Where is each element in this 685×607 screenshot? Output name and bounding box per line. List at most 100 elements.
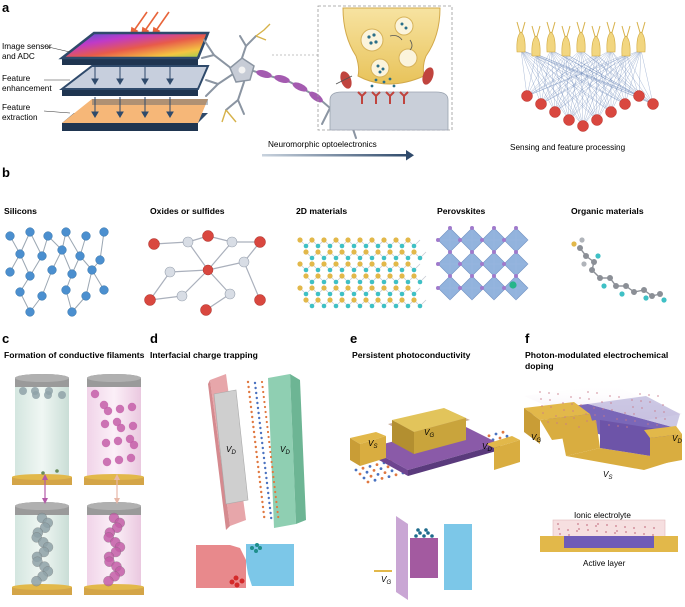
2d-atom: [339, 273, 344, 278]
functional-atom: [643, 295, 648, 300]
organic-molecule: [571, 237, 666, 302]
stack-label-3b: extraction: [2, 113, 38, 122]
2d-atom-alt: [364, 268, 369, 273]
silicon-atom: [62, 286, 71, 295]
silicon-atom: [96, 256, 105, 265]
silicon-atom: [38, 292, 47, 301]
2d-atom: [333, 261, 338, 266]
2d-atom: [399, 297, 404, 302]
2d-atom: [303, 249, 308, 254]
2d-atom: [399, 273, 404, 278]
metal-atom: [255, 237, 266, 248]
silicon-atom: [62, 228, 71, 237]
2d-atom-alt: [376, 292, 381, 297]
2d-atom-alt: [370, 280, 375, 285]
2d-atom: [387, 249, 392, 254]
stack-label-2a: Feature: [2, 74, 31, 83]
2d-atom-alt: [352, 292, 357, 297]
2d-atom: [369, 237, 374, 242]
carbon-atom: [641, 287, 647, 293]
2d-atom: [303, 273, 308, 278]
2d-atom: [393, 261, 398, 266]
network-neuron: [622, 36, 630, 56]
neuromorphic-arrow: [262, 150, 414, 161]
panel-c-letter: c: [2, 331, 9, 346]
2d-atom-alt: [388, 292, 393, 297]
network-node: [522, 91, 533, 102]
oxygen-atom: [227, 237, 237, 247]
panel-e-title: Persistent photoconductivity: [352, 350, 471, 360]
network-node: [620, 99, 631, 110]
2d-atom-alt: [400, 244, 405, 249]
2d-atom: [393, 237, 398, 242]
2d-atom-alt: [316, 244, 321, 249]
functional-atom: [579, 237, 584, 242]
2d-atom: [321, 261, 326, 266]
2d-atom: [297, 237, 302, 242]
2d-atom-alt: [412, 292, 417, 297]
2d-atom-alt: [382, 304, 387, 309]
2d-atom-alt: [388, 268, 393, 273]
silicon-atom: [16, 250, 25, 259]
filament-cylinders: [12, 374, 144, 595]
network-node: [592, 115, 603, 126]
oxygen-atom: [239, 257, 249, 267]
carbon-atom: [623, 283, 629, 289]
2d-atom: [309, 285, 314, 290]
stack-label-1b: and ADC: [2, 52, 35, 61]
2d-atom: [357, 237, 362, 242]
silicon-atom: [38, 252, 47, 261]
2d-atom: [315, 249, 320, 254]
2d-atom: [369, 285, 374, 290]
2d-atom-alt: [316, 292, 321, 297]
2d-atom-alt: [346, 304, 351, 309]
panel-c-title: Formation of conductive filaments: [4, 350, 145, 360]
2d-atom-alt: [322, 256, 327, 261]
panel-a-letter: a: [2, 0, 10, 15]
2d-atom: [351, 297, 356, 302]
carbon-atom: [657, 291, 663, 297]
2d-atom-alt: [394, 304, 399, 309]
material-title-perovskites: Perovskites: [437, 206, 485, 216]
2d-atom: [309, 237, 314, 242]
2d-atom: [351, 273, 356, 278]
metal-atom: [149, 239, 160, 250]
oxide-structure: [145, 231, 266, 316]
carbon-atom: [597, 275, 603, 281]
2d-atom-alt: [304, 268, 309, 273]
oxygen-atom: [183, 237, 193, 247]
2d-atom: [387, 273, 392, 278]
transistor-f: [524, 384, 682, 470]
oxygen-atom: [177, 291, 187, 301]
oxygen-atom: [165, 267, 175, 277]
network-node: [536, 99, 547, 110]
2d-atom: [303, 297, 308, 302]
carbon-atom: [607, 275, 613, 281]
2d-atom: [411, 273, 416, 278]
2d-atom: [381, 261, 386, 266]
2d-atom: [399, 249, 404, 254]
center-atom: [203, 265, 213, 275]
functional-atom: [601, 283, 606, 288]
2d-atom-alt: [394, 256, 399, 261]
perovskite-lattice: [436, 226, 528, 300]
2d-atom-alt: [406, 280, 411, 285]
2d-atom: [357, 261, 362, 266]
2d-atom: [321, 285, 326, 290]
2d-atom-alt: [322, 304, 327, 309]
panel-d: d Interfacial charge trapping VD VD: [150, 331, 306, 588]
2d-atom: [405, 285, 410, 290]
2d-atom-alt: [352, 268, 357, 273]
silicon-atom: [76, 252, 85, 261]
carbon-atom: [649, 293, 655, 299]
network-node: [648, 99, 659, 110]
2d-atom-alt: [304, 292, 309, 297]
2d-atom-alt: [370, 256, 375, 261]
2d-atom-alt: [340, 268, 345, 273]
material-title-2d: 2D materials: [296, 206, 347, 216]
vs-label-f: VS: [603, 470, 612, 481]
silicon-atom: [100, 286, 109, 295]
carbon-atom: [631, 289, 637, 295]
2d-atom-alt: [346, 280, 351, 285]
2d-atom-alt: [334, 256, 339, 261]
